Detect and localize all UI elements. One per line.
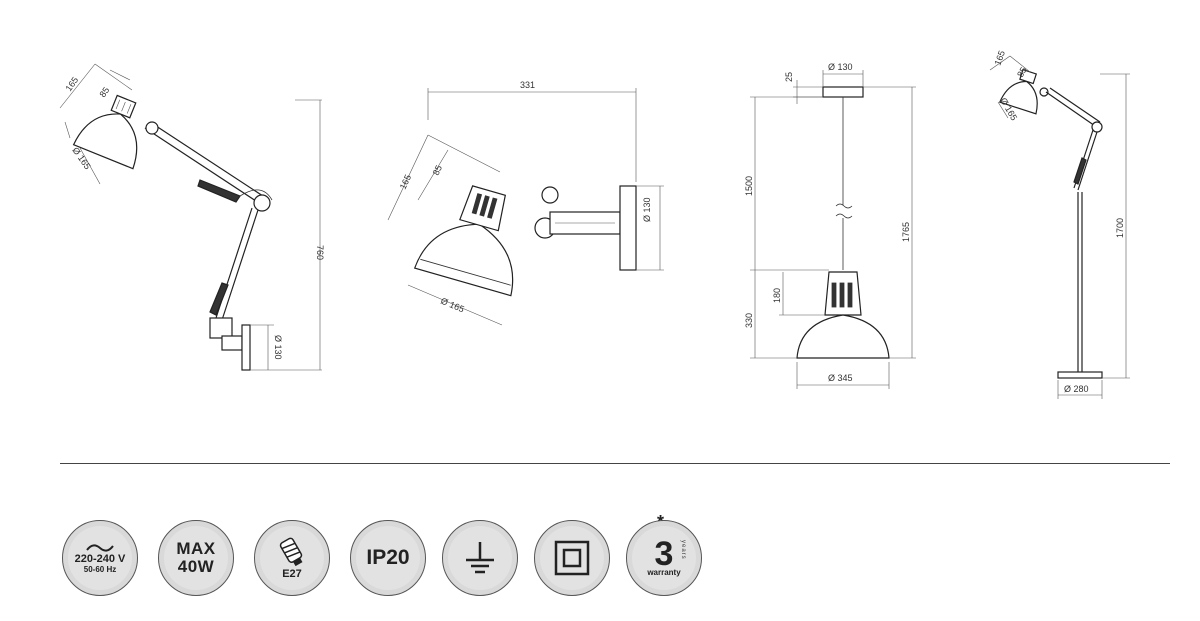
frequency-label: 50-60 Hz bbox=[83, 564, 117, 574]
pendant-shade-diameter: Ø 345 bbox=[828, 373, 853, 383]
pendant-canopy-height: 25 bbox=[784, 72, 794, 82]
wall-arm-shade-height: 165 bbox=[63, 75, 80, 93]
pendant-shade-height: 330 bbox=[744, 313, 754, 328]
wattage-label: 40W bbox=[177, 557, 215, 576]
screw-base-icon bbox=[279, 537, 303, 567]
ip-rating-label: IP20 bbox=[366, 545, 410, 569]
pendant-total-height: 1765 bbox=[901, 222, 911, 242]
pendant-top-height: 180 bbox=[772, 288, 782, 303]
ac-current-icon: 220-240 V 50-60 Hz bbox=[62, 520, 138, 596]
warranty-years: years bbox=[680, 540, 686, 560]
floor-base-diameter: Ø 280 bbox=[1064, 384, 1089, 394]
floor-lamp: 165 85 Ø 165 1700 Ø 280 bbox=[989, 49, 1130, 399]
sine-wave-icon bbox=[86, 544, 114, 552]
ground-icon bbox=[442, 520, 518, 596]
wall-arm-base-diameter: Ø 130 bbox=[273, 335, 283, 360]
wall-spot-total-width: 331 bbox=[520, 80, 535, 90]
wall-spot-lamp: 331 165 85 Ø 165 Ø 130 bbox=[387, 80, 664, 326]
e27-bulb-icon: E27 bbox=[254, 520, 330, 596]
pendant-lamp: Ø 130 25 1500 1765 180 330 Ø 345 bbox=[744, 62, 916, 389]
max-wattage-icon: MAX 40W bbox=[158, 520, 234, 596]
spec-icons: 220-240 V 50-60 Hz MAX 40W E27 bbox=[62, 512, 762, 610]
pendant-cable-length: 1500 bbox=[744, 176, 754, 196]
max-label: MAX bbox=[176, 539, 216, 559]
double-square-icon bbox=[554, 540, 590, 576]
warranty-icon: 3 years warranty bbox=[626, 520, 702, 596]
class2-insulation-icon bbox=[534, 520, 610, 596]
pendant-canopy-diameter: Ø 130 bbox=[828, 62, 853, 72]
wall-spot-top-height: 85 bbox=[431, 164, 444, 177]
wall-spot-shade-height: 165 bbox=[398, 173, 413, 191]
wall-arm-total-height: 760 bbox=[315, 245, 325, 260]
socket-label: E27 bbox=[282, 568, 302, 581]
wall-spot-shade-diameter: Ø 165 bbox=[439, 296, 465, 315]
floor-shade-height: 165 bbox=[992, 49, 1007, 67]
earth-symbol-icon bbox=[466, 542, 494, 574]
floor-top-height: 85 bbox=[1015, 65, 1029, 79]
section-divider bbox=[60, 463, 1170, 464]
voltage-label: 220-240 V bbox=[74, 553, 126, 566]
wall-arm-lamp: 165 85 Ø 165 760 Ø 130 bbox=[59, 63, 325, 371]
technical-drawing: 165 85 Ø 165 760 Ø 130 331 165 bbox=[59, 49, 1130, 399]
wall-spot-base-diameter: Ø 130 bbox=[642, 197, 652, 222]
warranty-label: warranty bbox=[647, 568, 681, 578]
warranty-number: 3 bbox=[654, 534, 674, 573]
floor-total-height: 1700 bbox=[1115, 218, 1125, 238]
ip20-icon: IP20 bbox=[350, 520, 426, 596]
wall-arm-top-height: 85 bbox=[97, 85, 111, 99]
